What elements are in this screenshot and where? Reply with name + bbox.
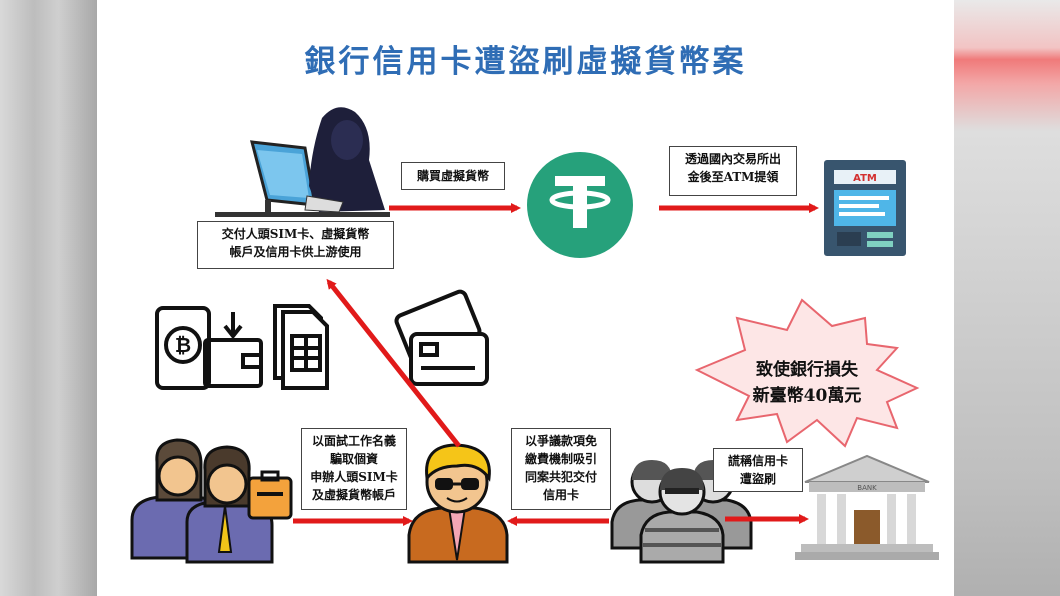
label-report-line: 謊稱信用卡	[727, 454, 788, 468]
atm-icon: ATM	[824, 160, 906, 256]
arrow-middleman-to-hacker	[326, 278, 461, 448]
job-applicants-icon	[130, 438, 293, 564]
svg-text:₿: ₿	[175, 333, 191, 357]
label-interview-line: 及虛擬貨幣帳戶	[311, 488, 396, 502]
hacker-icon	[215, 107, 390, 217]
right-blur-panel	[954, 0, 1060, 596]
diagram-title: 銀行信用卡遭盜刷虛擬貨幣案	[304, 44, 747, 80]
label-withdraw-atm: 透過國內交易所出 金後至ATM提領	[669, 146, 797, 196]
label-dispute-line: 繳費機制吸引	[524, 452, 597, 466]
left-blur-panel	[0, 0, 97, 596]
tether-coin-icon	[527, 152, 633, 258]
atm-sign-text: ATM	[853, 173, 877, 184]
bank-building-icon: BANK	[795, 454, 939, 560]
label-dispute-line: 同案共犯交付	[524, 470, 597, 484]
label-report-line: 遭盜刷	[739, 472, 776, 486]
credit-cards-icon	[394, 289, 489, 386]
label-withdraw-line: 金後至ATM提領	[687, 170, 779, 184]
label-interview-line: 騙取個資	[329, 452, 378, 466]
label-deliver-line: 帳戶及信用卡供上游使用	[229, 245, 362, 259]
crypto-wallet-icon: ₿	[155, 306, 263, 390]
loss-text-line-1: 致使銀行損失	[756, 360, 858, 380]
label-dispute-line: 信用卡	[542, 488, 579, 502]
label-withdraw-line: 透過國內交易所出	[684, 152, 781, 166]
label-interview-line: 申辦人頭SIM卡	[310, 470, 398, 484]
label-interview-line: 以面試工作名義	[311, 434, 396, 448]
loss-text-line-2: 新臺幣40萬元	[752, 386, 862, 406]
label-dispute-lure: 以爭議款項免 繳費機制吸引 同案共犯交付 信用卡	[511, 428, 611, 510]
label-interview-scam: 以面試工作名義 騙取個資 申辦人頭SIM卡 及虛擬貨幣帳戶	[301, 428, 407, 510]
loss-burst-shape	[694, 298, 920, 448]
label-false-report: 謊稱信用卡 遭盜刷	[713, 448, 803, 492]
label-dispute-line: 以爭議款項免	[524, 434, 597, 448]
label-deliver-line: 交付人頭SIM卡、虛擬貨幣	[221, 227, 370, 241]
sim-card-icon	[273, 304, 329, 390]
bank-sign-text: BANK	[857, 484, 877, 492]
middleman-icon	[407, 443, 509, 564]
diagram-canvas: 銀行信用卡遭盜刷虛擬貨幣案 ATM	[97, 0, 954, 596]
label-deliver-upstream: 交付人頭SIM卡、虛擬貨幣 帳戶及信用卡供上游使用	[197, 221, 394, 269]
label-buy-crypto: 購買虛擬貨幣	[401, 162, 505, 190]
